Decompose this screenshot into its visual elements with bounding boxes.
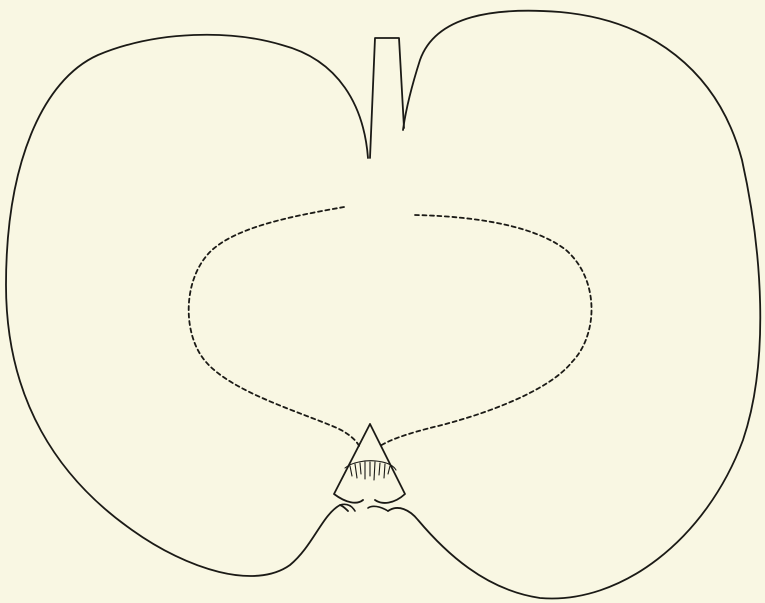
calyx-hatching xyxy=(345,461,396,480)
apple-skin-outline xyxy=(6,11,760,599)
apple-stem xyxy=(370,38,404,158)
basin-fold-right xyxy=(368,506,388,511)
core-line-right xyxy=(380,215,592,446)
core-line-left xyxy=(189,207,360,448)
